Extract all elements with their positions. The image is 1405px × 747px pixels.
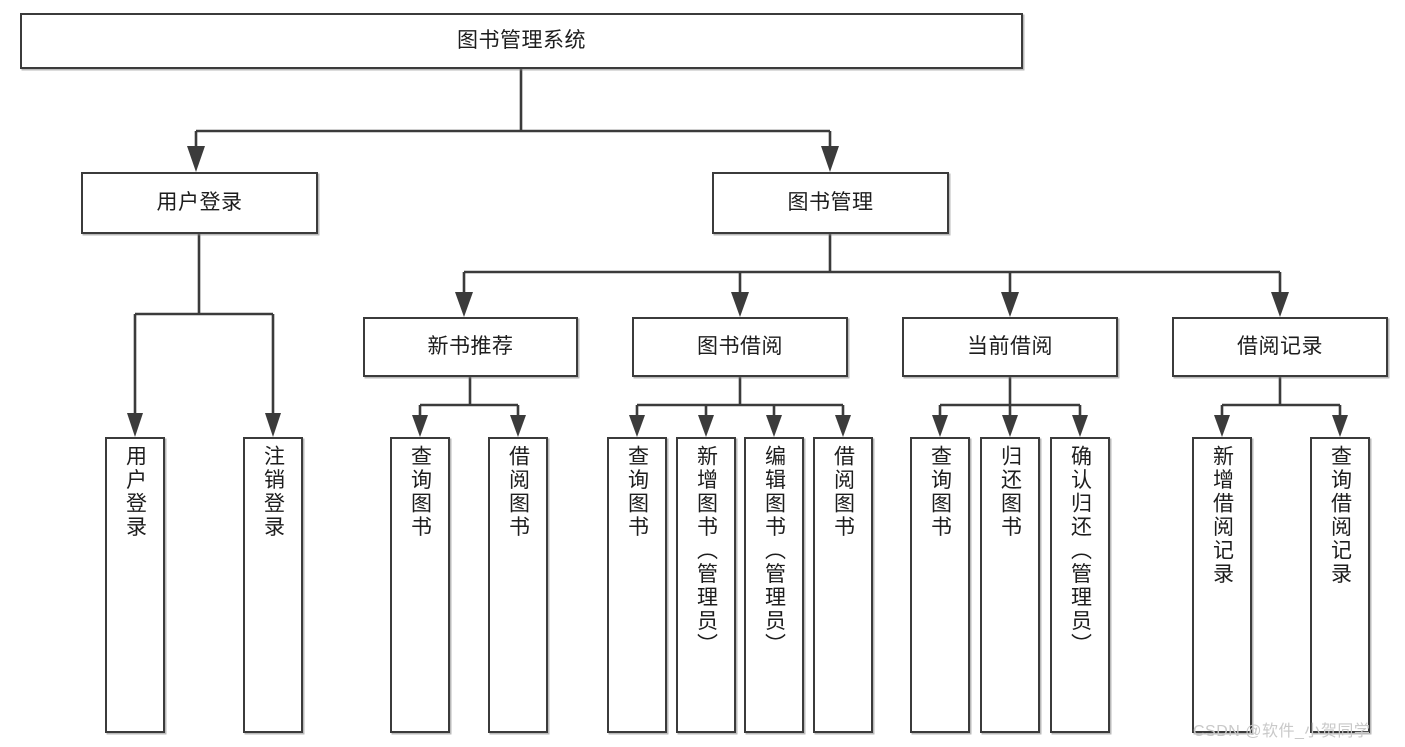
arrow-current-leaf1	[932, 415, 948, 437]
arrow-borrow-leaf1	[629, 415, 645, 437]
node-leaf-user-login[interactable]: 用户登录	[105, 437, 165, 733]
arrow-to-user-login	[187, 146, 205, 172]
node-leaf-edit-book-admin[interactable]: 编辑图书（管理员）	[744, 437, 804, 733]
node-leaf-return-book-label: 归还图书	[998, 445, 1022, 539]
arrow-to-current	[1001, 292, 1019, 317]
node-leaf-query-borrow-record-label: 查询借阅记录	[1328, 445, 1352, 586]
node-leaf-add-book-admin[interactable]: 新增图书（管理员）	[676, 437, 736, 733]
node-new-book-recommend[interactable]: 新书推荐	[363, 317, 578, 377]
node-leaf-logout[interactable]: 注销登录	[243, 437, 303, 733]
arrow-record-leaf1	[1214, 415, 1230, 437]
node-leaf-edit-book-admin-label: 编辑图书（管理员）	[762, 445, 786, 657]
arrow-to-new	[455, 292, 473, 317]
node-leaf-add-book-admin-label: 新增图书（管理员）	[694, 445, 718, 657]
node-leaf-query-book-new-label: 查询图书	[408, 445, 432, 539]
arrow-borrow-leaf4	[835, 415, 851, 437]
node-leaf-query-book-current[interactable]: 查询图书	[910, 437, 970, 733]
arrowheads	[127, 146, 1348, 437]
node-leaf-add-borrow-record-label: 新增借阅记录	[1210, 445, 1234, 586]
node-leaf-borrow-book-label: 借阅图书	[831, 445, 855, 539]
arrow-to-book-mgmt	[821, 146, 839, 172]
node-borrow-record[interactable]: 借阅记录	[1172, 317, 1388, 377]
arrow-new-leaf2	[510, 415, 526, 437]
node-root-system-label: 图书管理系统	[457, 29, 586, 53]
arrow-record-leaf2	[1332, 415, 1348, 437]
arrow-to-record	[1271, 292, 1289, 317]
node-leaf-logout-label: 注销登录	[261, 445, 285, 539]
node-book-management-label: 图书管理	[787, 191, 874, 215]
node-book-borrow-label: 图书借阅	[697, 335, 783, 359]
node-user-login[interactable]: 用户登录	[81, 172, 318, 234]
node-current-borrow[interactable]: 当前借阅	[902, 317, 1118, 377]
arrow-borrow-leaf2	[698, 415, 714, 437]
node-leaf-borrow-book-new-label: 借阅图书	[506, 445, 530, 539]
node-leaf-borrow-book[interactable]: 借阅图书	[813, 437, 873, 733]
node-leaf-confirm-return-admin[interactable]: 确认归还（管理员）	[1050, 437, 1110, 733]
node-borrow-record-label: 借阅记录	[1237, 335, 1323, 359]
node-book-management[interactable]: 图书管理	[712, 172, 949, 234]
node-book-borrow[interactable]: 图书借阅	[632, 317, 848, 377]
node-leaf-query-book-borrow[interactable]: 查询图书	[607, 437, 667, 733]
arrow-borrow-leaf3	[766, 415, 782, 437]
node-leaf-query-book-new[interactable]: 查询图书	[390, 437, 450, 733]
node-leaf-query-borrow-record[interactable]: 查询借阅记录	[1310, 437, 1370, 733]
node-leaf-confirm-return-admin-label: 确认归还（管理员）	[1068, 445, 1092, 657]
node-root-system[interactable]: 图书管理系统	[20, 13, 1023, 69]
node-new-book-recommend-label: 新书推荐	[427, 335, 514, 359]
arrow-current-leaf3	[1072, 415, 1088, 437]
node-leaf-add-borrow-record[interactable]: 新增借阅记录	[1192, 437, 1252, 733]
node-leaf-query-book-borrow-label: 查询图书	[625, 445, 649, 539]
csdn-watermark: CSDN @软件_小贺同学	[1193, 723, 1371, 740]
node-leaf-user-login-label: 用户登录	[123, 445, 147, 539]
arrow-userlogin-leaf1	[127, 413, 143, 437]
node-leaf-return-book[interactable]: 归还图书	[980, 437, 1040, 733]
arrow-current-leaf2	[1002, 415, 1018, 437]
arrow-userlogin-leaf2	[265, 413, 281, 437]
node-leaf-borrow-book-new[interactable]: 借阅图书	[488, 437, 548, 733]
arrow-to-borrow	[731, 292, 749, 317]
node-leaf-query-book-current-label: 查询图书	[928, 445, 952, 539]
node-current-borrow-label: 当前借阅	[967, 335, 1053, 359]
arrow-new-leaf1	[412, 415, 428, 437]
node-user-login-label: 用户登录	[156, 191, 243, 215]
